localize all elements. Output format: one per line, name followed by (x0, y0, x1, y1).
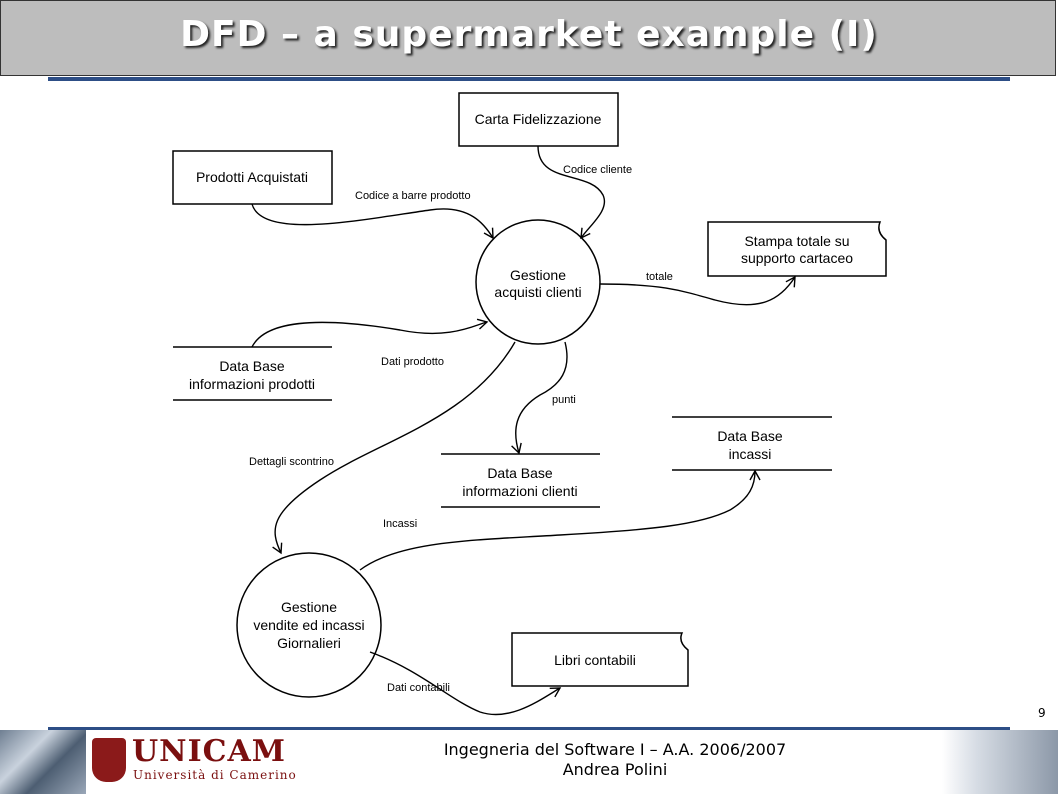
entity-stampa-label-2: supporto cartaceo (741, 250, 853, 266)
process-vendite-label-1: Gestione (281, 599, 337, 615)
entity-prodotti-label: Prodotti Acquistati (196, 169, 308, 185)
flow-totale: totale (599, 271, 796, 306)
entity-libri-label: Libri contabili (554, 652, 636, 668)
dfd-diagram: Carta Fidelizzazione Prodotti Acquistati… (172, 92, 887, 716)
entity-prodotti-acquistati: Prodotti Acquistati (172, 150, 333, 205)
unicam-shield-icon (92, 738, 126, 782)
entity-carta-label: Carta Fidelizzazione (475, 111, 602, 127)
process-gestione-acquisti: Gestione acquisti clienti (475, 219, 601, 345)
flow-dati-prodotto-label: Dati prodotto (381, 356, 444, 368)
slide-title: DFD – a supermarket example (I) (180, 14, 878, 55)
flow-punti: punti (511, 341, 576, 455)
unicam-logo-subtitle: Università di Camerino (133, 768, 297, 782)
flow-codice-barre-label: Codice a barre prodotto (355, 190, 471, 202)
flow-incassi: Incassi (359, 469, 761, 571)
flow-dettagli-scontrino: Dettagli scontrino (249, 341, 516, 555)
footer-author: Andrea Polini (562, 760, 668, 779)
process-acquisti-label-1: Gestione (510, 267, 566, 283)
entity-libri-contabili: Libri contabili (511, 632, 689, 687)
entity-stampa-totale: Stampa totale su supporto cartaceo (707, 221, 887, 277)
flow-punti-label: punti (552, 394, 576, 406)
flow-dati-prodotto: Dati prodotto (251, 318, 489, 368)
store-prodotti-label-1: Data Base (219, 358, 285, 374)
store-incassi-label-2: incassi (729, 446, 772, 462)
campus-photo-left (0, 730, 86, 794)
store-incassi-label-1: Data Base (717, 428, 783, 444)
footer: UNICAM Università di Camerino Ingegneria… (0, 730, 1058, 794)
page-number: 9 (1038, 706, 1046, 720)
entity-stampa-label-1: Stampa totale su (744, 233, 849, 249)
flow-codice-barre: Codice a barre prodotto (251, 190, 494, 240)
flow-codice-cliente: Codice cliente (537, 145, 632, 240)
title-rule (48, 77, 1010, 81)
flow-dati-contabili-label: Dati contabili (387, 682, 450, 694)
process-acquisti-label-2: acquisti clienti (494, 284, 581, 300)
entity-carta-fidelizzazione: Carta Fidelizzazione (458, 92, 619, 147)
process-vendite-label-3: Giornalieri (277, 635, 341, 651)
footer-rule (48, 727, 1010, 730)
campus-photo-right (942, 730, 1058, 794)
flow-codice-cliente-label: Codice cliente (563, 164, 632, 176)
title-bar (0, 0, 1056, 76)
flow-totale-label: totale (646, 271, 673, 283)
process-vendite-label-2: vendite ed incassi (253, 617, 364, 633)
store-informazioni-clienti: Data Base informazioni clienti (441, 453, 600, 508)
flow-incassi-label: Incassi (383, 518, 417, 530)
process-gestione-vendite: Gestione vendite ed incassi Giornalieri (236, 552, 382, 698)
flow-dettagli-label: Dettagli scontrino (249, 456, 334, 468)
footer-course: Ingegneria del Software I – A.A. 2006/20… (443, 740, 787, 759)
store-clienti-label-1: Data Base (487, 465, 553, 481)
store-informazioni-prodotti: Data Base informazioni prodotti (173, 346, 332, 401)
store-clienti-label-2: informazioni clienti (462, 483, 577, 499)
store-incassi: Data Base incassi (672, 416, 832, 471)
store-prodotti-label-2: informazioni prodotti (189, 376, 315, 392)
unicam-logo: UNICAM (132, 734, 286, 769)
flow-dati-contabili: Dati contabili (369, 651, 562, 716)
